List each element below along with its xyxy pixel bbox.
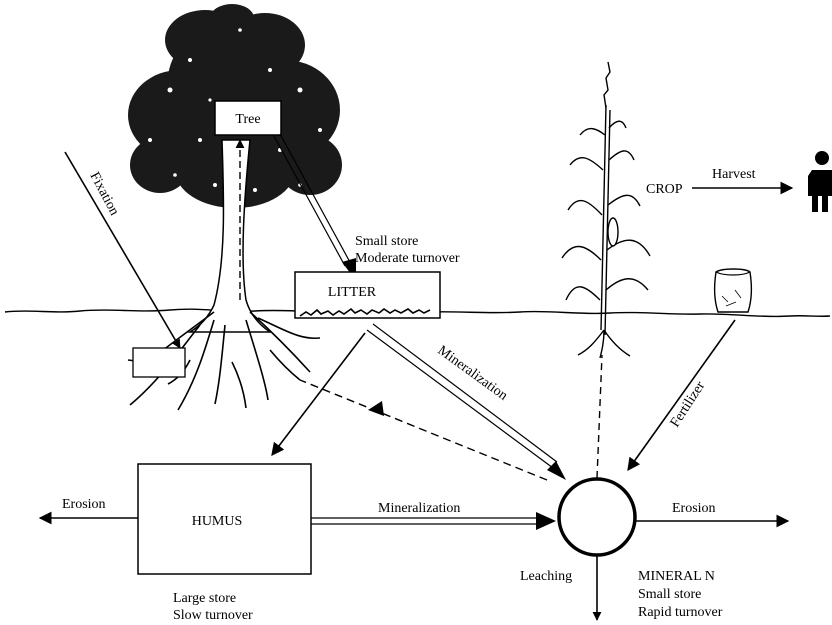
humus-mineralization-arrow bbox=[311, 512, 556, 530]
mineral-note-2: Rapid turnover bbox=[638, 605, 723, 620]
fertilizer-arrow bbox=[627, 319, 736, 472]
litter-note-2: Moderate turnover bbox=[355, 251, 460, 266]
harvest-label: Harvest bbox=[712, 167, 756, 182]
crop-label: CROP bbox=[646, 182, 683, 197]
fixation-label: Fixation bbox=[86, 170, 121, 218]
tree-node-box bbox=[214, 100, 282, 136]
mineral-to-tree-arrowhead bbox=[368, 401, 384, 416]
mineral-n-label: MINERAL N bbox=[638, 569, 715, 584]
litter-note-1: Small store bbox=[355, 234, 418, 249]
litter-store: LITTER bbox=[294, 271, 441, 319]
litter-mineralization-label: Mineralization bbox=[435, 343, 510, 404]
humus-box bbox=[137, 463, 312, 575]
crop-plant-illustration bbox=[561, 61, 651, 359]
tree-illustration: Tree bbox=[127, 4, 342, 411]
humus-note-1: Large store bbox=[173, 591, 236, 606]
mineral-note-1: Small store bbox=[638, 587, 701, 602]
leaching-label: Leaching bbox=[520, 569, 572, 584]
root-nodule-box bbox=[132, 347, 186, 378]
crop-uptake-arrow bbox=[596, 354, 603, 479]
tree-label: Tree bbox=[235, 112, 260, 127]
person-icon bbox=[808, 151, 832, 212]
litter-label: LITTER bbox=[328, 285, 377, 300]
humus-note-2: Slow turnover bbox=[173, 608, 253, 623]
mineral-erosion-label: Erosion bbox=[672, 501, 716, 516]
litter-mineralization-arrow bbox=[366, 323, 566, 480]
fertilizer-bag-icon bbox=[713, 268, 753, 313]
mineral-n-pool bbox=[557, 477, 637, 557]
humus-erosion-label: Erosion bbox=[62, 497, 106, 512]
tree-trunk bbox=[187, 139, 273, 333]
litter-box bbox=[294, 271, 441, 319]
fixation-arrow bbox=[64, 151, 181, 349]
mineral-to-tree-dashed-arrow bbox=[299, 379, 548, 481]
humus-mineralization-label: Mineralization bbox=[378, 501, 460, 516]
humus-label: HUMUS bbox=[192, 514, 243, 529]
litter-debris bbox=[299, 307, 431, 317]
litter-to-humus-arrow bbox=[271, 332, 366, 457]
